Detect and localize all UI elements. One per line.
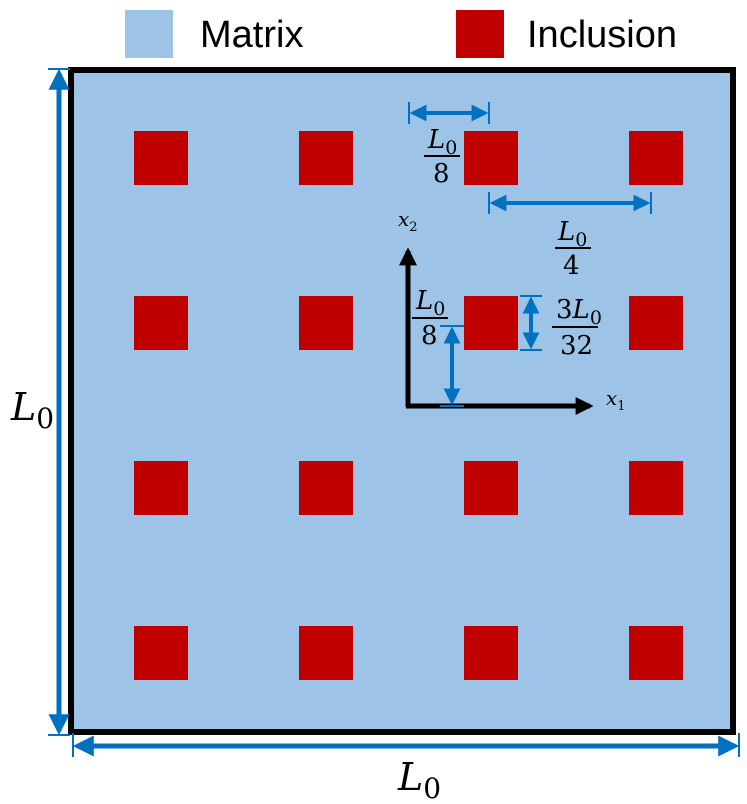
offset-label-num: L0: [415, 286, 445, 320]
inclusion-width-label-num: L0: [427, 125, 457, 159]
inclusion-square: [299, 461, 353, 515]
legend-label-inclusion: Inclusion: [527, 14, 677, 56]
inclusion-square: [629, 131, 683, 185]
legend: Matrix Inclusion: [125, 10, 677, 58]
width-label: L0: [397, 755, 441, 804]
dimension-width: L0: [72, 733, 740, 804]
legend-swatch-inclusion: [456, 10, 504, 58]
offset-label-den: 8: [421, 321, 438, 351]
spacing-label-den: 4: [563, 251, 580, 281]
inclusion-square: [134, 296, 188, 350]
dimension-height: L0: [10, 68, 70, 736]
inclusion-square: [464, 131, 518, 185]
dimension-half-height: 3L0 32: [520, 295, 602, 361]
inclusion-square: [134, 461, 188, 515]
x2-axis-label: x2: [398, 207, 418, 235]
inclusion-square: [464, 296, 518, 350]
dimension-spacing: L0 4: [488, 192, 652, 281]
height-label: L0: [10, 385, 54, 435]
inclusion-grid: [134, 131, 683, 680]
inclusion-square: [299, 296, 353, 350]
coordinate-axes: x2 x1: [398, 207, 626, 415]
dimension-offset-x2: L0 8: [412, 286, 464, 407]
inclusion-square: [134, 131, 188, 185]
inclusion-square: [299, 131, 353, 185]
inclusion-square: [629, 296, 683, 350]
spacing-label-num: L0: [557, 217, 587, 251]
legend-label-matrix: Matrix: [200, 14, 303, 56]
inclusion-square: [299, 626, 353, 680]
inclusion-square: [464, 461, 518, 515]
inclusion-square: [134, 626, 188, 680]
legend-swatch-matrix: [125, 10, 173, 58]
half-height-label-den: 32: [560, 331, 593, 361]
inclusion-width-label-den: 8: [433, 159, 450, 189]
x1-axis-label: x1: [606, 386, 626, 414]
inclusion-square: [629, 461, 683, 515]
inclusion-square: [464, 626, 518, 680]
inclusion-square: [629, 626, 683, 680]
half-height-label-num: 3L0: [556, 295, 602, 329]
dimension-inclusion-width: L0 8: [408, 102, 490, 189]
